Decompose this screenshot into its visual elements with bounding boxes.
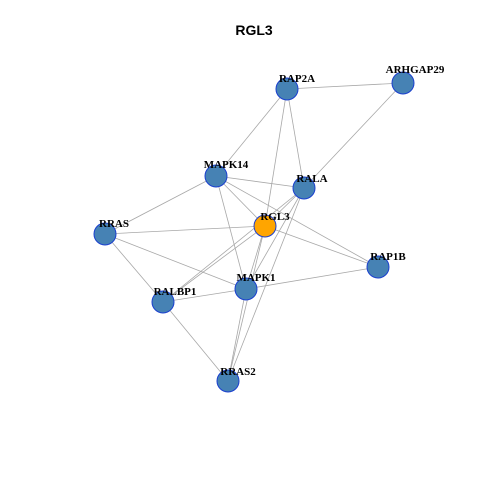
edge-layer xyxy=(104,82,404,382)
node-label-rap2a: RAP2A xyxy=(279,73,315,85)
edge-rras-mapk1 xyxy=(104,233,247,290)
edge-mapk1-rras2 xyxy=(227,288,247,382)
node-rras[interactable] xyxy=(93,222,117,246)
node-mapk14[interactable] xyxy=(204,164,228,188)
node-label-arhgap29: ARHGAP29 xyxy=(386,64,445,76)
node-ralbp1[interactable] xyxy=(151,290,175,314)
edge-rap2a-rgl3 xyxy=(264,88,288,227)
edge-mapk14-mapk1 xyxy=(215,175,247,290)
node-label-rala: RALA xyxy=(296,173,327,185)
node-label-rras: RRAS xyxy=(99,218,129,230)
edge-rgl3-rap1b xyxy=(264,225,379,268)
node-rap1b[interactable] xyxy=(366,255,390,279)
edge-rala-rras2 xyxy=(227,187,305,382)
node-label-rap1b: RAP1B xyxy=(370,251,406,263)
edge-mapk1-ralbp1 xyxy=(162,288,247,303)
node-rala[interactable] xyxy=(292,176,316,200)
edge-rap2a-arhgap29 xyxy=(286,82,404,90)
edge-ralbp1-rras2 xyxy=(162,301,229,382)
node-rap2a[interactable] xyxy=(275,77,299,101)
edge-rap2a-mapk14 xyxy=(215,88,288,177)
node-label-ralbp1: RALBP1 xyxy=(154,286,197,298)
node-arhgap29[interactable] xyxy=(391,71,415,95)
node-rgl3[interactable] xyxy=(253,214,277,238)
edge-mapk1-rap1b xyxy=(245,266,379,290)
edge-rgl3-rras xyxy=(104,225,266,235)
edge-rap2a-rala xyxy=(286,88,305,189)
graph-title: RGL3 xyxy=(235,22,273,38)
node-rras2[interactable] xyxy=(216,369,240,393)
edge-rgl3-rras2 xyxy=(227,225,266,382)
node-label-rgl3: RGL3 xyxy=(260,211,290,223)
node-label-rras2: RRAS2 xyxy=(220,366,256,378)
node-label-mapk1: MAPK1 xyxy=(236,272,275,284)
edge-mapk14-rala xyxy=(215,175,305,189)
edge-mapk14-rras xyxy=(104,175,217,235)
node-label-mapk14: MAPK14 xyxy=(204,159,249,171)
edge-rala-mapk1 xyxy=(245,187,305,290)
edge-rras-ralbp1 xyxy=(104,233,164,303)
edge-rgl3-ralbp1 xyxy=(162,225,266,303)
edge-rala-ralbp1 xyxy=(162,187,305,303)
edge-arhgap29-rala xyxy=(303,82,404,189)
edge-mapk14-rap1b xyxy=(215,175,379,268)
edge-mapk14-rgl3 xyxy=(215,175,266,227)
node-mapk1[interactable] xyxy=(234,277,258,301)
